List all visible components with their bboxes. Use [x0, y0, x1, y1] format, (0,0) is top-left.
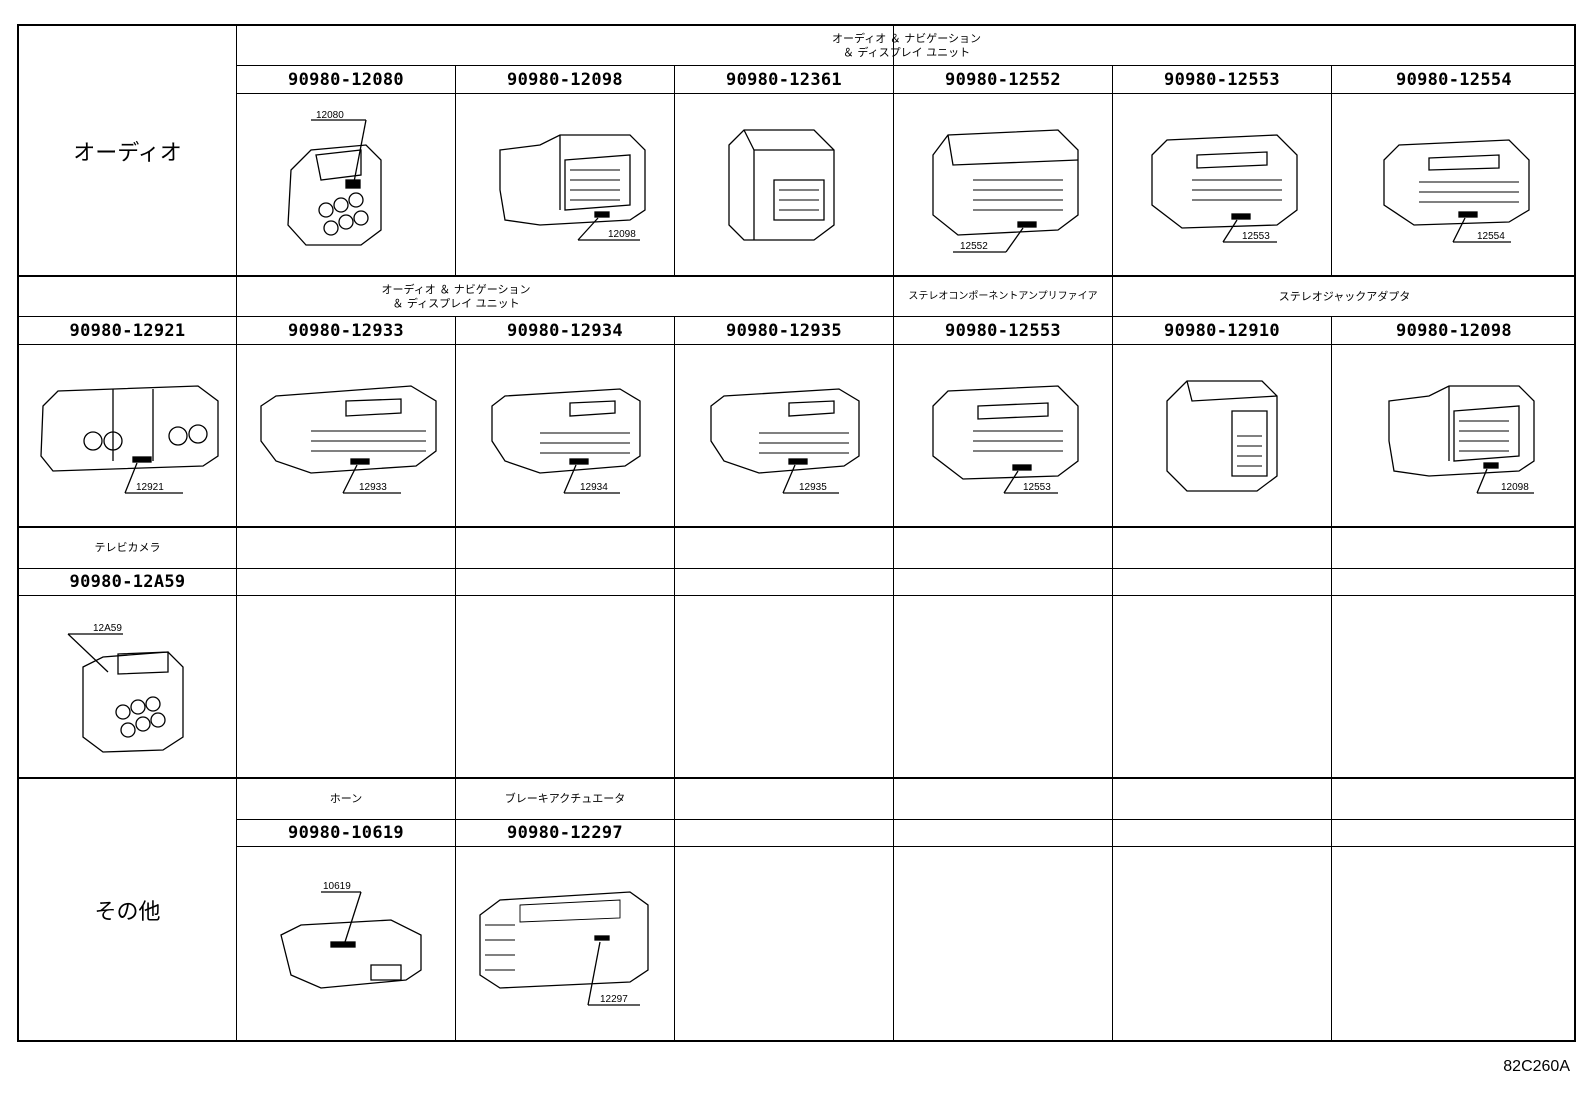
- connector-12554-icon: 12554: [1332, 94, 1576, 275]
- connector-12934-icon: 12934: [456, 345, 674, 526]
- part-number: 90980-12554: [1396, 69, 1512, 90]
- connector-label: 12098: [608, 229, 636, 240]
- row2-header-nav: オーディオ ＆ ナビゲーション ＆ ディスプレイ ユニット: [381, 282, 531, 310]
- connector-10619-icon: 10619: [237, 847, 455, 1042]
- part-number: 90980-12080: [288, 69, 404, 90]
- category-other: その他: [94, 900, 161, 925]
- connector-12553-icon: 12553: [894, 345, 1112, 526]
- reference-code: 82C260A: [1503, 1058, 1570, 1075]
- connector-12297-icon: 12297: [456, 847, 674, 1042]
- connector-label: 12935: [799, 482, 827, 493]
- connector-label: 12080: [316, 110, 344, 121]
- part-number: 90980-12297: [507, 823, 623, 843]
- connector-12935-icon: 12935: [675, 345, 893, 526]
- connector-label: 12921: [136, 482, 164, 493]
- part-number: 90980-12910: [1164, 320, 1280, 341]
- part-number: 90980-12933: [288, 320, 404, 341]
- part-number: 90980-12553: [945, 320, 1061, 341]
- part-number: 90980-12935: [726, 320, 842, 341]
- row4-header-horn: ホーン: [329, 792, 363, 805]
- connector-12933-icon: 12933: [237, 345, 455, 526]
- connector-12552-icon: 12552: [894, 94, 1112, 275]
- part-number: 90980-12552: [945, 69, 1061, 90]
- part-number: 90980-10619: [288, 823, 404, 843]
- connector-12a59-icon: 12A59: [19, 596, 236, 777]
- connector-12921-icon: 12921: [19, 345, 236, 526]
- connector-12553-icon: 12553: [1113, 94, 1331, 275]
- connector-label: 12934: [580, 482, 608, 493]
- connector-label: 12553: [1242, 231, 1270, 242]
- part-number: 90980-12553: [1164, 69, 1280, 90]
- connector-label: 10619: [323, 881, 351, 892]
- connector-table: オーディオ その他 オーディオ ＆ ナビゲーション ＆ ディスプレイ ユニット …: [17, 24, 1576, 1042]
- row4-header-brake: ブレーキアクチュエータ: [504, 792, 626, 805]
- part-number: 90980-12934: [507, 320, 623, 341]
- part-number: 90980-12098: [507, 69, 623, 90]
- connector-12361-icon: [675, 94, 893, 275]
- connector-label: 12A59: [93, 623, 122, 634]
- connector-label: 12297: [600, 994, 628, 1005]
- connector-12910-icon: [1113, 345, 1331, 526]
- part-number: 90980-12098: [1396, 320, 1512, 341]
- part-number: 90980-12361: [726, 69, 842, 90]
- connector-label: 12098: [1501, 482, 1529, 493]
- row3-header: テレビカメラ: [94, 541, 161, 554]
- row2-header-jack: ステレオジャックアダプタ: [1278, 289, 1411, 303]
- row1-header: オーディオ ＆ ナビゲーション ＆ ディスプレイ ユニット: [831, 31, 981, 59]
- connector-label: 12552: [960, 241, 988, 252]
- connector-12080-icon: 12080: [237, 94, 455, 275]
- connector-label: 12553: [1023, 482, 1051, 493]
- part-number: 90980-12921: [69, 320, 186, 341]
- connector-12098-icon: 12098: [1332, 345, 1576, 526]
- connector-label: 12554: [1477, 231, 1505, 242]
- part-number: 90980-12A59: [69, 572, 186, 592]
- connector-12098-icon: 12098: [456, 94, 674, 275]
- connector-label: 12933: [359, 482, 387, 493]
- row2-header-amp: ステレオコンポーネントアンプリファイア: [908, 290, 1098, 302]
- category-audio: オーディオ: [73, 141, 182, 166]
